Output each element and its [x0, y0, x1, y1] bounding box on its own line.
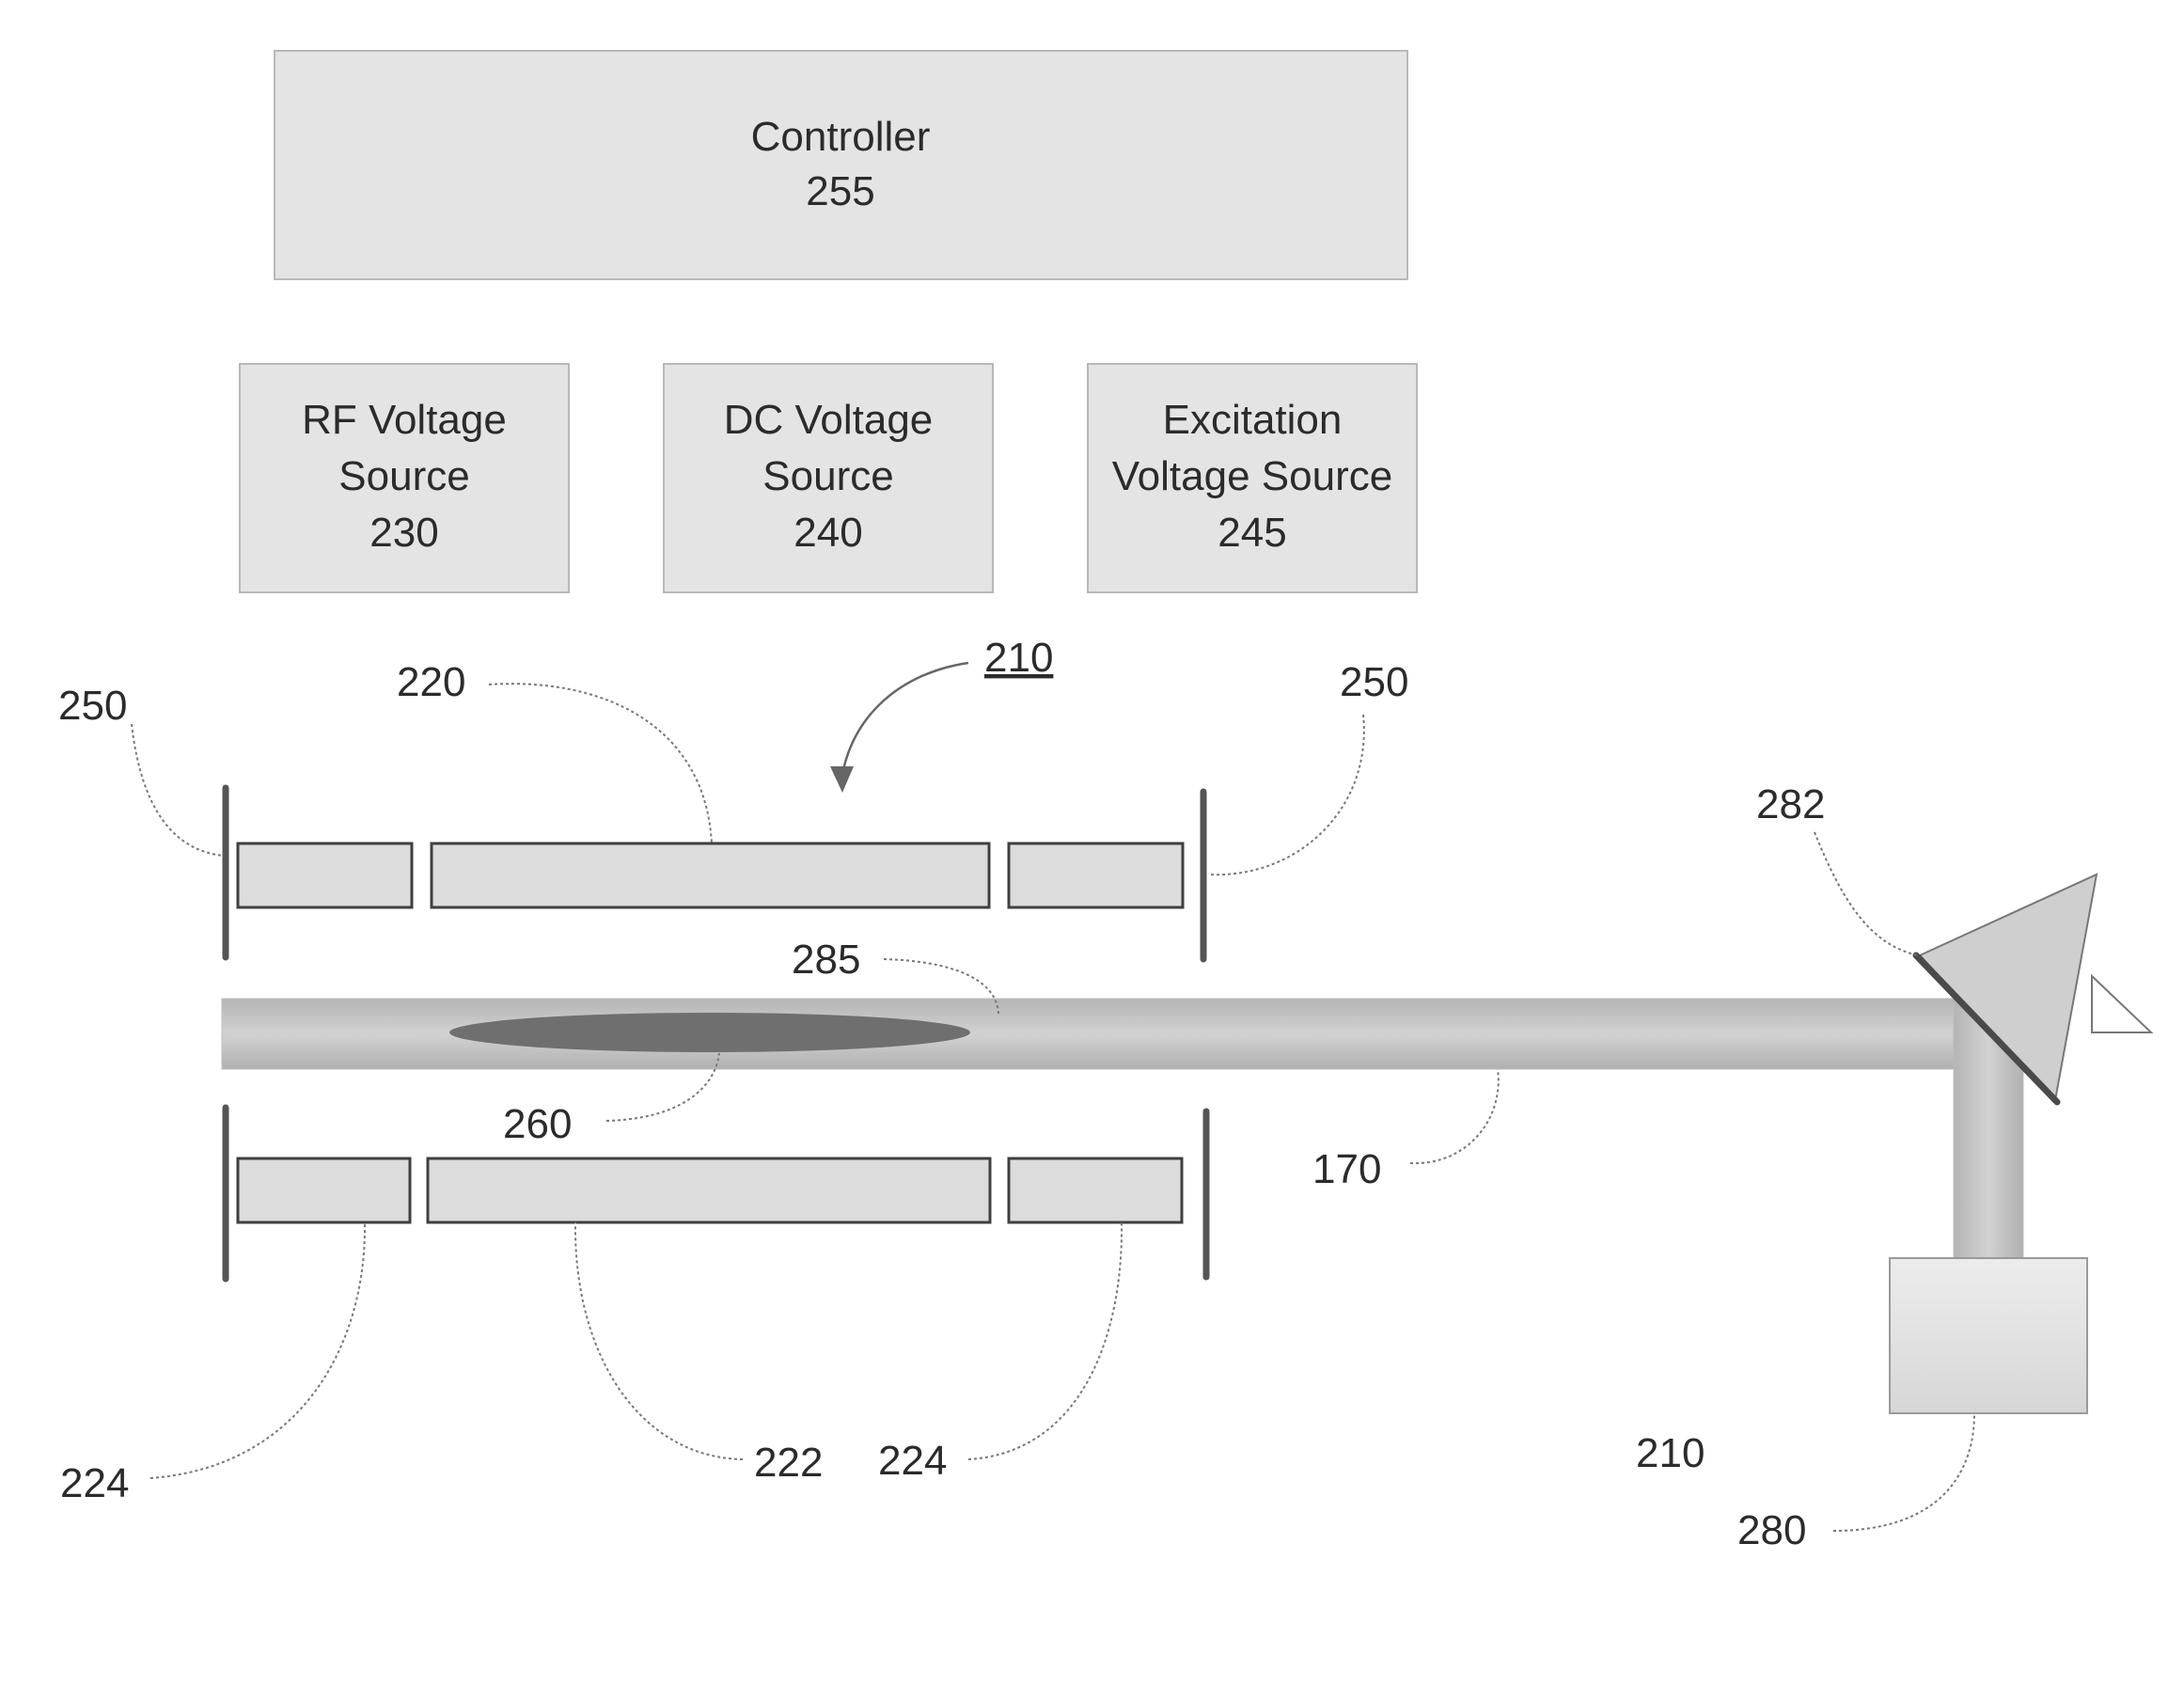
lower-center-electrode	[426, 1157, 992, 1224]
upper-right-electrode	[1007, 842, 1185, 909]
dc-source-line2: Source	[762, 453, 893, 499]
controller-ref: 255	[806, 168, 874, 214]
leader-220	[488, 683, 713, 844]
dc-voltage-source-box: DC Voltage Source 240	[663, 363, 994, 593]
leader-260	[605, 1052, 720, 1122]
ion-trap-arrowhead	[830, 766, 854, 793]
label-222: 222	[754, 1440, 823, 1486]
rf-source-line1: RF Voltage	[302, 397, 507, 443]
leader-250-left	[131, 723, 225, 857]
lower-right-electrode	[1007, 1157, 1184, 1224]
lower-left-electrode	[236, 1157, 412, 1224]
mirror-assembly	[1912, 873, 2154, 1106]
rf-source-ref: 230	[369, 510, 438, 556]
controller-box: Controller 255	[274, 50, 1408, 280]
rf-voltage-source-box: RF Voltage Source 230	[239, 363, 570, 593]
leader-282	[1814, 831, 1919, 956]
label-285: 285	[792, 937, 860, 983]
label-260: 260	[503, 1101, 572, 1147]
label-282: 282	[1756, 781, 1825, 827]
leader-285	[883, 958, 999, 1015]
label-280: 280	[1737, 1507, 1806, 1553]
ion-trap-reference: 210	[830, 635, 1053, 793]
label-224-left: 224	[60, 1460, 129, 1506]
label-210-bottom: 210	[1636, 1430, 1705, 1476]
leader-222	[573, 1221, 744, 1460]
upper-left-electrode	[236, 842, 414, 909]
label-170: 170	[1312, 1146, 1381, 1192]
leader-250-right	[1207, 714, 1365, 876]
label-220: 220	[397, 659, 465, 705]
small-prism	[2091, 973, 2154, 1033]
mirror-surface	[1912, 952, 2061, 1106]
excitation-source-line1: Excitation	[1163, 397, 1343, 443]
detector-box	[1889, 1257, 2088, 1414]
upper-electrode-row	[222, 784, 1207, 963]
ion-cloud	[449, 1013, 970, 1052]
lower-electrode-row	[222, 1104, 1210, 1283]
controller-title: Controller	[751, 114, 931, 160]
ion-trap-label: 210	[984, 635, 1053, 681]
label-250-right: 250	[1340, 659, 1408, 705]
ion-trap-arrow	[840, 661, 969, 781]
excitation-source-ref: 245	[1218, 510, 1286, 556]
dc-source-line1: DC Voltage	[724, 397, 934, 443]
label-224-right: 224	[878, 1438, 947, 1484]
leader-170	[1409, 1068, 1500, 1165]
rf-source-line2: Source	[338, 453, 469, 499]
leader-224-left	[149, 1221, 367, 1479]
excitation-source-line2: Voltage Source	[1112, 453, 1392, 499]
excitation-voltage-source-box: Excitation Voltage Source 245	[1087, 363, 1418, 593]
leader-280	[1832, 1412, 1975, 1532]
label-250-left: 250	[58, 683, 127, 729]
dc-source-ref: 240	[793, 510, 862, 556]
upper-center-electrode	[430, 842, 991, 909]
leader-224-right	[967, 1221, 1123, 1460]
